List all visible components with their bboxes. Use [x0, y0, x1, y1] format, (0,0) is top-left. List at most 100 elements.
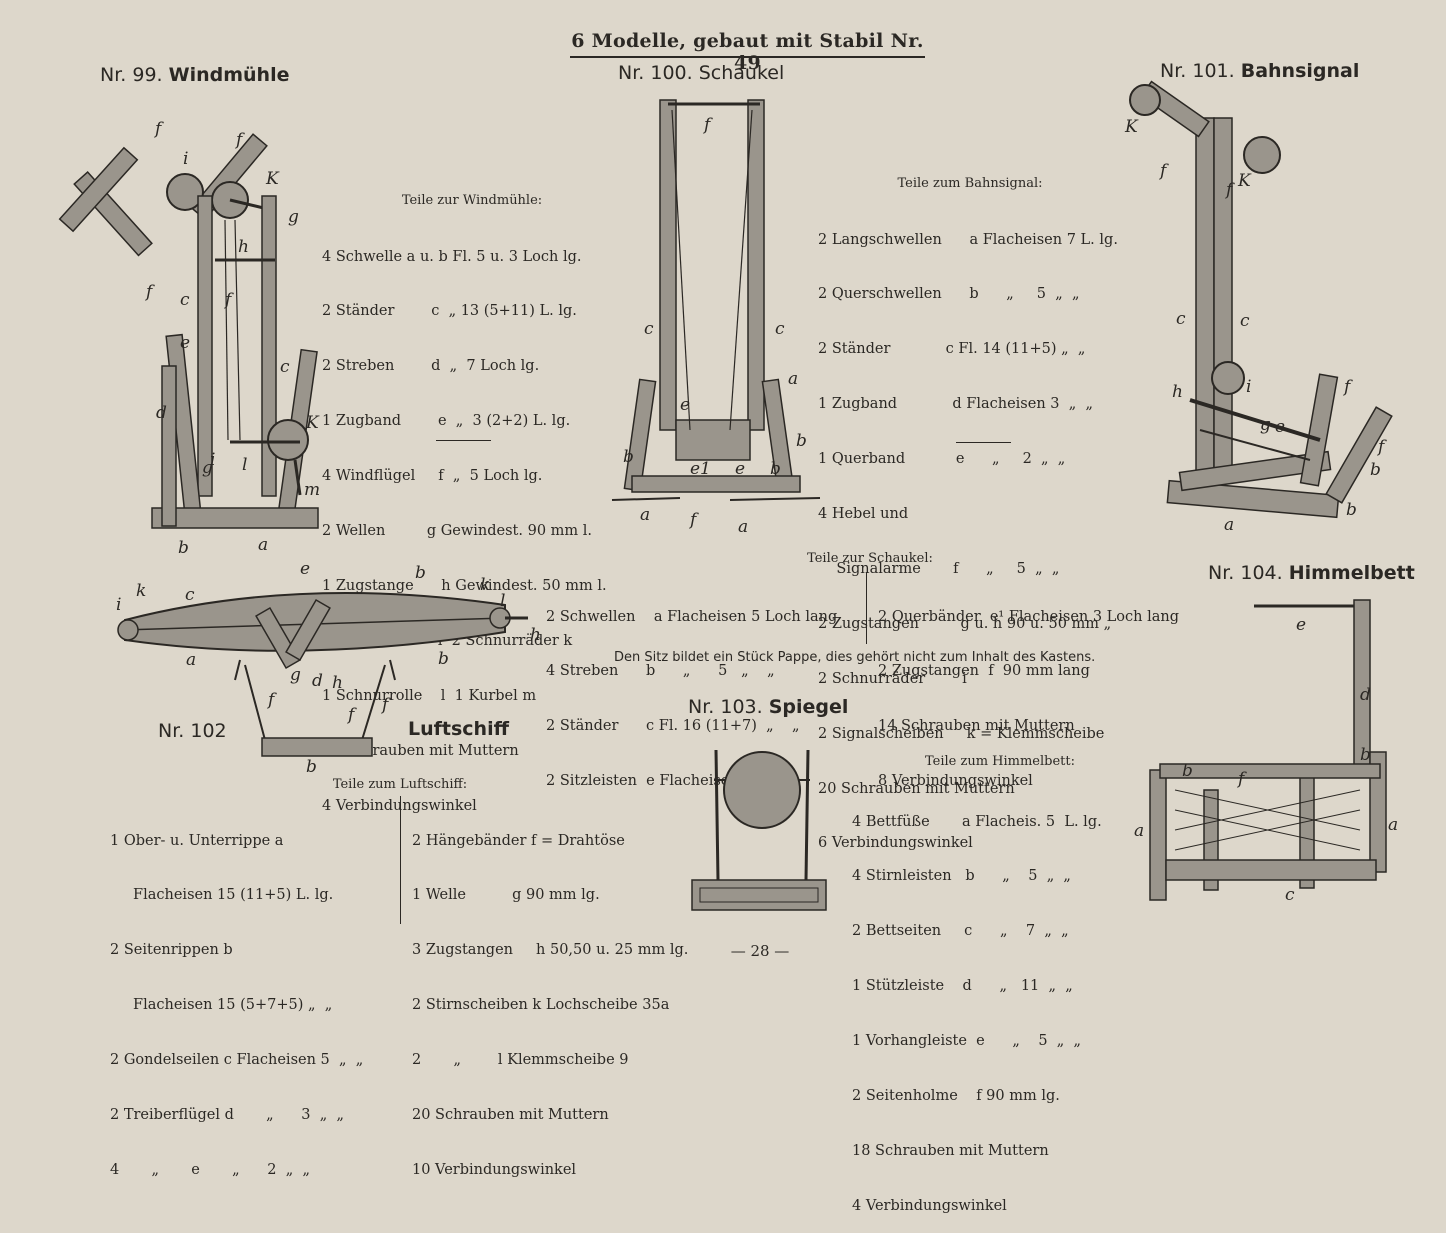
svg-text:f: f [1224, 180, 1235, 200]
mirror-drawing [691, 749, 827, 911]
parts-line: 1 Vorhangleiste e „ 5 „ „ [852, 1033, 1082, 1050]
svg-text:a: a [640, 505, 650, 525]
svg-text:i: i [116, 595, 121, 615]
svg-text:f: f [1158, 161, 1169, 181]
parts-line: 4 Verbindungswinkel [852, 1197, 1007, 1214]
svg-text:b: b [178, 538, 189, 558]
parts-caption-himmelbett: Teile zum Himmelbett: [924, 754, 1076, 769]
svg-text:b: b [796, 431, 807, 451]
svg-text:c: c [1240, 311, 1250, 331]
svg-text:b: b [1360, 745, 1371, 765]
svg-text:g: g [290, 665, 301, 685]
parts-line: 2 Ständer c „ 13 (5+11) L. lg. [322, 303, 577, 320]
parts-line: 2 Zugstangen g u. h 90 u. 50 mm „ [818, 615, 1112, 632]
parts-line: 2 Seitenholme f 90 mm lg. [852, 1088, 1060, 1105]
svg-text:c: c [185, 585, 195, 605]
svg-text:h: h [530, 625, 541, 645]
title-windmuehle: Nr. 99. Windmühle [100, 64, 289, 86]
parts-line: 2 Ständer c Fl. 14 (11+5) „ „ [818, 341, 1086, 358]
model-name: Himmelbett [1288, 562, 1415, 584]
parts-line: 2 Streben d „ 7 Loch lg. [322, 358, 540, 375]
parts-line: 1 Schnurrolle l 1 Kurbel m [322, 687, 537, 704]
parts-line: 2 Treiberflügel d „ 3 „ „ [110, 1107, 344, 1124]
svg-text:i: i [210, 450, 215, 470]
parts-line: 1 Zugband e „ 3 (2+2) L. lg. [322, 413, 571, 430]
svg-text:g: g [1260, 415, 1271, 435]
svg-text:e: e [680, 395, 690, 415]
parts-line: 4 Verbindungswinkel [322, 797, 477, 814]
parts-line: 8 Verbindungswinkel [878, 773, 1033, 790]
svg-text:a: a [1388, 815, 1398, 835]
svg-text:f: f [234, 130, 245, 150]
model-number: Nr. 104. [1208, 562, 1283, 584]
model-number: Nr. 103. [688, 696, 763, 718]
title-spiegel: Nr. 103. Spiegel [688, 696, 848, 718]
svg-text:a: a [1134, 821, 1144, 841]
svg-text:K: K [1237, 171, 1252, 191]
parts-line: 2 Querschwellen b „ 5 „ „ [818, 286, 1080, 303]
svg-text:h: h [332, 673, 343, 693]
parts-line: 2 Bettseiten c „ 7 „ „ [852, 923, 1069, 940]
parts-line: 2 Schwellen a Flacheisen 5 Loch lang [546, 608, 838, 625]
svg-text:f: f [702, 115, 713, 135]
parts-line: 4 Hebel und [818, 506, 909, 523]
parts-line: 2 Langschwellen a Flacheisen 7 L. lg. [818, 231, 1118, 248]
svg-text:c: c [180, 290, 190, 310]
windmill-drawing: fif Kgh fcf ecd iKg lmb a [58, 119, 320, 558]
page-number: — 28 — [730, 942, 790, 960]
model-number: Nr. 100. [618, 62, 693, 84]
svg-text:b: b [770, 459, 781, 479]
svg-text:b: b [306, 757, 317, 777]
svg-text:e: e [1275, 417, 1285, 437]
svg-text:c: c [644, 319, 654, 339]
parts-line: Signalarme f „ 5 „ „ [818, 560, 1060, 577]
svg-text:c: c [280, 357, 290, 377]
svg-text:m: m [304, 480, 320, 500]
svg-text:g: g [202, 458, 213, 478]
parts-line: 2 Gondelseilen c Flacheisen 5 „ „ [110, 1052, 364, 1069]
parts-list-schaukel-right: 2 Querbänder e¹ Flacheisen 3 Loch lang 2… [878, 571, 1179, 809]
svg-text:b: b [1346, 500, 1357, 520]
schaukel-note: Den Sitz bildet ein Stück Pappe, dies ge… [614, 650, 1096, 665]
canopy-bed-drawing: edb bfa ac [1134, 599, 1398, 905]
svg-text:d: d [312, 671, 323, 691]
parts-line: Flacheisen 15 (11+5) L. lg. [110, 887, 334, 904]
parts-line: 1 Ober- u. Unterrippe a [110, 832, 284, 849]
section-rule [956, 442, 1011, 443]
parts-line: 4 Windflügel f „ 5 Loch lg. [322, 468, 543, 485]
parts-line: 2 Signalscheiben k = Klemmscheibe [818, 725, 1105, 742]
svg-text:k: k [136, 581, 146, 601]
parts-line: 2 Ständer c Fl. 16 (11+7) „ „ [546, 718, 800, 735]
model-name: Windmühle [168, 64, 290, 86]
parts-line: 20 Schrauben mit Muttern [818, 780, 1015, 797]
svg-text:c: c [1176, 309, 1186, 329]
svg-text:h: h [238, 237, 249, 257]
parts-line: 4 „ e „ 2 „ „ [110, 1161, 310, 1178]
svg-text:e: e [1296, 615, 1306, 635]
svg-text:c: c [775, 319, 785, 339]
svg-text:b: b [1182, 761, 1193, 781]
svg-text:c: c [1285, 885, 1295, 905]
svg-text:f: f [223, 290, 234, 310]
svg-text:a: a [788, 369, 798, 389]
parts-caption-schaukel: Teile zur Schaukel: [807, 551, 933, 566]
svg-text:e: e [735, 459, 745, 479]
model-name: Spiegel [768, 696, 849, 718]
svg-text:d: d [156, 403, 167, 423]
svg-text:f: f [1376, 437, 1387, 457]
section-rule [436, 440, 491, 441]
svg-text:f: f [688, 510, 699, 530]
parts-caption-bahnsignal: Teile zum Bahnsignal: [897, 176, 1043, 191]
parts-line: 2 Hängebänder f = Drahtöse [412, 832, 625, 849]
model-name: Schaukel [698, 62, 785, 84]
parts-line: 4 Stirnleisten b „ 5 „ „ [852, 868, 1071, 885]
svg-text:K: K [1124, 117, 1139, 137]
parts-line: 6 Verbindungswinkel [818, 835, 973, 852]
parts-line: 2 Seitenrippen b [110, 942, 233, 959]
svg-text:k: k [480, 575, 490, 595]
parts-line: 2 Querbänder e¹ Flacheisen 3 Loch lang [878, 608, 1180, 625]
svg-text:d: d [1360, 685, 1371, 705]
